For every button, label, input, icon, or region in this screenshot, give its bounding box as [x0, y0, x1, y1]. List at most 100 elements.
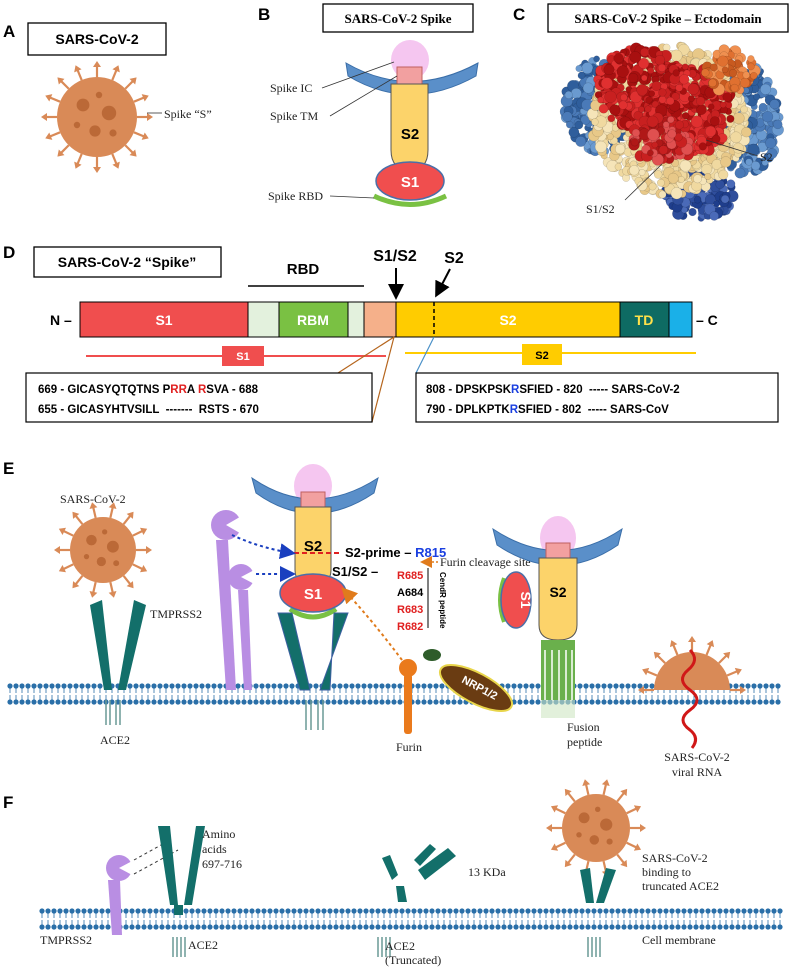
virion-e-surface-dot	[96, 556, 106, 567]
membrane-e-lipid	[774, 682, 782, 706]
ectodomain-atom	[717, 55, 729, 67]
membrane-e-lipid	[282, 682, 290, 706]
ectodomain-atom	[720, 156, 732, 168]
f-membrane-label: Cell membrane	[642, 933, 716, 947]
panel-b-letter: B	[258, 5, 270, 24]
membrane-f-lipid	[710, 907, 718, 931]
virion-f-surface-dot	[578, 812, 590, 824]
ectodomain-atom	[721, 66, 729, 74]
virion-e-surface-dot	[113, 560, 120, 567]
furin-label: Furin	[396, 740, 422, 754]
membrane-f-lipid	[98, 907, 106, 931]
ectodomain-atom	[765, 137, 777, 149]
membrane-e-lipid	[6, 682, 14, 706]
membrane-f-lipid	[146, 907, 154, 931]
membrane-e-lipid	[96, 682, 104, 706]
ectodomain-atom	[594, 140, 607, 153]
ectodomain-atom	[651, 81, 662, 91]
e-tmprss2-label: TMPRSS2	[150, 607, 202, 621]
ectodomain-atom	[760, 83, 772, 95]
membrane-e-lipid	[48, 682, 56, 706]
s1-subunit-label: S1	[236, 351, 249, 363]
membrane-e-lipid	[372, 682, 380, 706]
ectodomain-structure	[559, 41, 784, 222]
panel-a-title-box	[27, 22, 167, 56]
membrane-e-lipid	[42, 682, 50, 706]
membrane-e-lipid	[732, 682, 740, 706]
panel-b-title: SARS-CoV-2 Spike	[344, 11, 451, 26]
seq-sarscov-s2: 790 - DPLKPTKRSFIED - 802 ----- SARS-CoV	[426, 404, 669, 416]
ectodomain-atom	[747, 143, 760, 156]
ectodomain-atom	[657, 178, 665, 187]
seq-sarscov2-s1s2: 669 - GICASYQTQTNS PRRA RSVA - 688	[38, 384, 259, 396]
membrane-e-lipid	[756, 682, 764, 706]
virion-a-spike	[91, 59, 103, 79]
ectodomain-atom	[630, 138, 639, 147]
membrane-e-lipid	[384, 682, 392, 706]
membrane-e-lipid	[12, 682, 20, 706]
virion-a-surface-dot	[101, 105, 117, 121]
ectodomain-atom	[631, 128, 641, 138]
membrane-e-lipid	[378, 682, 386, 706]
tmprss2-s2prime-arrow	[231, 534, 296, 560]
membrane-f-lipid	[626, 907, 634, 931]
membrane-f-lipid	[452, 907, 460, 931]
virion-f-surface-dot	[600, 818, 613, 831]
ectodomain-atom	[644, 105, 652, 113]
panel-c-title-box	[547, 3, 789, 33]
fusion-label-2: peptide	[567, 735, 602, 749]
membrane-e-lipid	[576, 682, 584, 706]
ectodomain-atom	[693, 196, 702, 204]
ectodomain-atom	[712, 134, 721, 144]
membrane-f-lipid	[500, 907, 508, 931]
virion-a-surface-dot	[76, 98, 90, 112]
ectodomain-atom	[562, 111, 573, 122]
membrane-e-lipid	[210, 682, 218, 706]
ectodomain-atom	[704, 172, 712, 180]
e-ace2-label: ACE2	[100, 733, 130, 747]
membrane-e-lipid	[144, 682, 152, 706]
f-virion-bound	[544, 777, 648, 879]
ectodomain-atom	[658, 190, 667, 199]
ectodomain-atom	[566, 120, 574, 129]
panel-c-letter: C	[513, 5, 525, 24]
ectodomain-atom	[662, 121, 670, 128]
panel-d-title: SARS-CoV-2 “Spike”	[58, 254, 196, 270]
virion-a-spike	[135, 111, 155, 123]
virion-a-spike	[131, 90, 152, 107]
membrane-e-lipid	[618, 682, 626, 706]
ectodomain-atom	[720, 194, 730, 204]
membrane-e-lipid	[516, 682, 524, 706]
ectodomain-atom	[598, 103, 609, 114]
ectodomain-atom	[734, 167, 746, 179]
membrane-f-lipid	[542, 907, 550, 931]
ectodomain-atom	[761, 111, 774, 123]
virion-e-spike	[129, 524, 150, 541]
membrane-f-lipid	[590, 907, 598, 931]
membrane-f-lipid	[242, 907, 250, 931]
membrane-e-lipid	[366, 682, 374, 706]
membrane-e-lipid	[138, 682, 146, 706]
f-kda-label: 13 KDa	[468, 865, 506, 879]
ectodomain-atom	[636, 84, 649, 96]
f-amino-2: acids	[202, 842, 227, 856]
membrane-e-lipid	[252, 682, 260, 706]
membrane-f-lipid	[638, 907, 646, 931]
virion-e-surface-dot	[106, 540, 119, 553]
membrane-e-lipid	[648, 682, 656, 706]
membrane-e-lipid	[192, 682, 200, 706]
ectodomain-atom	[766, 148, 778, 159]
ectodomain-atom	[679, 159, 692, 172]
s2-site-label: S2	[444, 250, 464, 267]
membrane-e-lipid	[264, 682, 272, 706]
membrane-f-lipid	[356, 907, 364, 931]
s2-subunit-label: S2	[535, 350, 548, 362]
virion-e-surface-dot	[83, 553, 90, 560]
membrane-e-lipid	[588, 682, 596, 706]
fusing-virion-spike	[686, 634, 698, 654]
ectodomain-atom	[629, 51, 642, 63]
membrane-e-lipid	[54, 682, 62, 706]
membrane-f-lipid	[506, 907, 514, 931]
f-ace2t-label-2: (Truncated)	[385, 953, 441, 967]
ectodomain-atom	[618, 100, 628, 110]
